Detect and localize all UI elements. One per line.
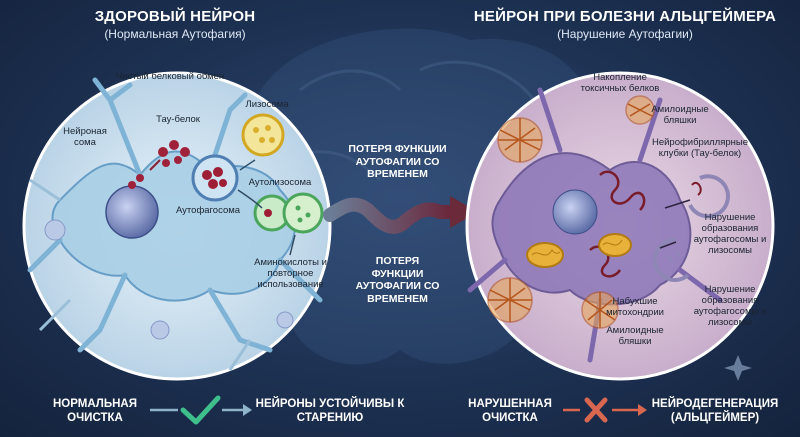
label-mitochondria: Набухшие митохондрии bbox=[606, 296, 664, 318]
autophagosome bbox=[191, 154, 239, 202]
sparkle-icon bbox=[724, 355, 752, 381]
swollen-mitochondria bbox=[526, 233, 632, 268]
amyloid-plaque bbox=[625, 95, 655, 125]
loss-text-bottom: ПОТЕРЯ ФУНКЦИИ АУТОФАГИИ СО ВРЕМЕНЕМ bbox=[355, 255, 440, 305]
label-amyloid-bottom: Амилоидные бляшки bbox=[606, 325, 664, 347]
label-autophagosome: Аутофагосома bbox=[175, 205, 241, 216]
label-autolysosome: Аутолизосома bbox=[248, 177, 312, 188]
broken-autophagosome bbox=[652, 237, 690, 282]
label-disruption-2: Нарушение образования аутофагосомы и лиз… bbox=[693, 284, 767, 328]
label-protein-turnover: Чистый белковый обмен bbox=[115, 71, 225, 82]
label-tangles: Нейрофибриллярные клубки (Тау-белок) bbox=[651, 137, 749, 159]
right-title: НЕЙРОН ПРИ БОЛЕЗНИ АЛЬЦГЕЙМЕРА bbox=[473, 8, 777, 25]
bottom-normal-cleaning: НОРМАЛЬНАЯ ОЧИСТКА bbox=[52, 398, 137, 424]
loss-text-top: ПОТЕРЯ ФУНКЦИИ АУТОФАГИИ СО ВРЕМЕНЕМ bbox=[348, 143, 447, 181]
left-title: ЗДОРОВЫЙ НЕЙРОН bbox=[94, 8, 256, 25]
nucleus bbox=[552, 189, 598, 235]
bottom-impaired-cleaning: НАРУШЕННАЯ ОЧИСТКА bbox=[468, 398, 552, 424]
check-icon bbox=[180, 395, 221, 425]
right-subtitle: (Нарушение Аутофагии) bbox=[557, 27, 693, 41]
cross-icon bbox=[584, 397, 608, 423]
amyloid-plaque bbox=[487, 277, 533, 323]
label-soma: Нейроная сома bbox=[63, 126, 107, 148]
tau-protein-clusters bbox=[128, 140, 190, 189]
left-subtitle: (Нормальная Аутофагия) bbox=[104, 27, 246, 41]
amyloid-plaque bbox=[497, 117, 543, 163]
bottom-neurodegeneration: НЕЙРОДЕГЕНЕРАЦИЯ (АЛЬЦГЕЙМЕР) bbox=[651, 398, 779, 424]
label-amino-acids: Аминокислоты и повторное использование bbox=[254, 257, 327, 290]
label-toxic-accumulation: Накопление токсичных белков bbox=[580, 72, 660, 94]
broken-autophagosome bbox=[688, 174, 731, 219]
autolysosome bbox=[253, 192, 324, 234]
label-tau: Тау-белок bbox=[156, 114, 200, 125]
alzheimer-neuron-circle bbox=[465, 71, 775, 381]
progression-arrow bbox=[323, 197, 462, 234]
lysosome bbox=[241, 113, 285, 157]
progression-arrowhead bbox=[450, 196, 478, 228]
healthy-neuron-circle bbox=[22, 71, 332, 381]
amyloid-plaque bbox=[581, 291, 619, 329]
nucleus bbox=[105, 185, 159, 239]
label-lysosome: Лизосома bbox=[245, 99, 289, 110]
label-amyloid-top: Амилоидные бляшки bbox=[651, 104, 709, 126]
bottom-neurons-resistant: НЕЙРОНЫ УСТОЙЧИВЫ К СТАРЕНИЮ bbox=[255, 398, 405, 424]
label-disruption-1: Нарушение образования аутофагосомы и лиз… bbox=[693, 212, 767, 256]
